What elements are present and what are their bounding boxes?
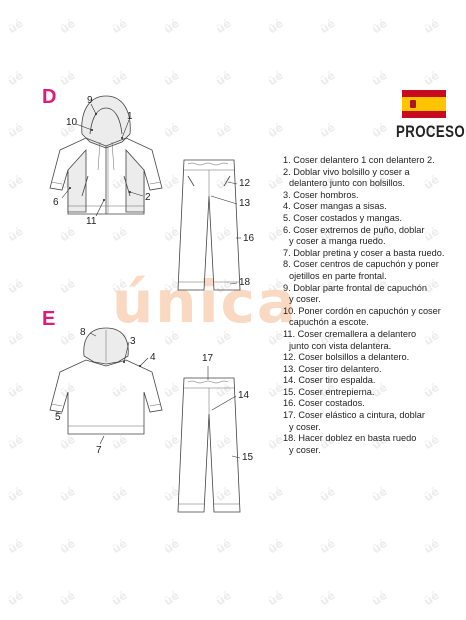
step-line: 13. Coser tiro delantero. xyxy=(283,363,382,374)
callout-3: 3 xyxy=(130,336,136,347)
step-line: 12. Coser bolsillos a delantero. xyxy=(283,352,410,363)
spain-flag-icon xyxy=(402,90,446,118)
watermark-logo: única xyxy=(112,268,298,336)
callout-7: 7 xyxy=(96,445,102,456)
step-line: 6. Coser extremos de puño, doblar xyxy=(283,224,425,235)
callout-1: 1 xyxy=(127,111,133,122)
callout-2: 2 xyxy=(145,192,151,203)
step-line: y coser. xyxy=(289,421,321,432)
step-line: capuchón a escote. xyxy=(289,317,369,328)
step-line: 11. Coser cremallera a delantero xyxy=(283,328,417,339)
callout-8: 8 xyxy=(80,327,86,338)
step-line: 2. Doblar vivo bolsillo y coser a xyxy=(283,166,410,177)
callout-11: 11 xyxy=(86,216,97,227)
step-line: ojetillos en parte frontal. xyxy=(289,270,387,281)
step-line: 1. Coser delantero 1 con delantero 2. xyxy=(283,155,435,165)
callout-5: 5 xyxy=(55,412,61,423)
callout-6: 6 xyxy=(53,197,59,208)
step-line: y coser. xyxy=(289,444,321,455)
step-line: y coser a manga ruedo. xyxy=(289,236,386,247)
jacket-front-drawing xyxy=(49,95,163,217)
callout-16: 16 xyxy=(243,233,255,244)
step-line: 8. Coser centros de capuchón y poner xyxy=(283,259,439,270)
callout-12: 12 xyxy=(239,178,251,189)
step-line: 3. Coser hombros. xyxy=(283,189,359,200)
callout-14: 14 xyxy=(238,390,250,401)
callout-4: 4 xyxy=(150,352,156,363)
step-line: y coser. xyxy=(289,294,321,305)
process-steps-list: 1. Coser delantero 1 con delantero 2. 2.… xyxy=(283,155,465,456)
section-label-d: D xyxy=(42,86,57,108)
section-label-e: E xyxy=(42,308,56,330)
step-line: 7. Doblar pretina y coser a basta ruedo. xyxy=(283,247,445,258)
step-line: 16. Coser costados. xyxy=(283,398,365,409)
step-line: 4. Coser mangas a sisas. xyxy=(283,201,387,212)
trousers-front-drawing xyxy=(177,159,241,291)
step-line: 17. Coser elástico a cintura, doblar xyxy=(283,410,425,421)
step-line: 10. Poner cordón en capuchón y coser xyxy=(283,305,441,316)
process-heading: PROCESO xyxy=(396,122,466,141)
step-line: 9. Doblar parte frontal de capuchón xyxy=(283,282,428,293)
callout-9: 9 xyxy=(87,95,93,106)
trousers-back-drawing xyxy=(177,366,241,513)
callout-18: 18 xyxy=(239,277,251,288)
callout-17: 17 xyxy=(202,353,214,364)
callout-13: 13 xyxy=(239,198,251,209)
step-line: delantero junto con bolsillos. xyxy=(289,178,405,189)
jacket-back-drawing xyxy=(49,327,163,445)
step-line: 15. Coser entrepierna. xyxy=(283,386,375,397)
callout-10: 10 xyxy=(66,117,78,128)
step-line: 18. Hacer doblez en basta ruedo xyxy=(283,433,417,444)
step-line: junto con vista delantera. xyxy=(289,340,392,351)
step-line: 5. Coser costados y mangas. xyxy=(283,212,402,223)
callout-15: 15 xyxy=(242,452,254,463)
step-line: 14. Coser tiro espalda. xyxy=(283,375,376,386)
